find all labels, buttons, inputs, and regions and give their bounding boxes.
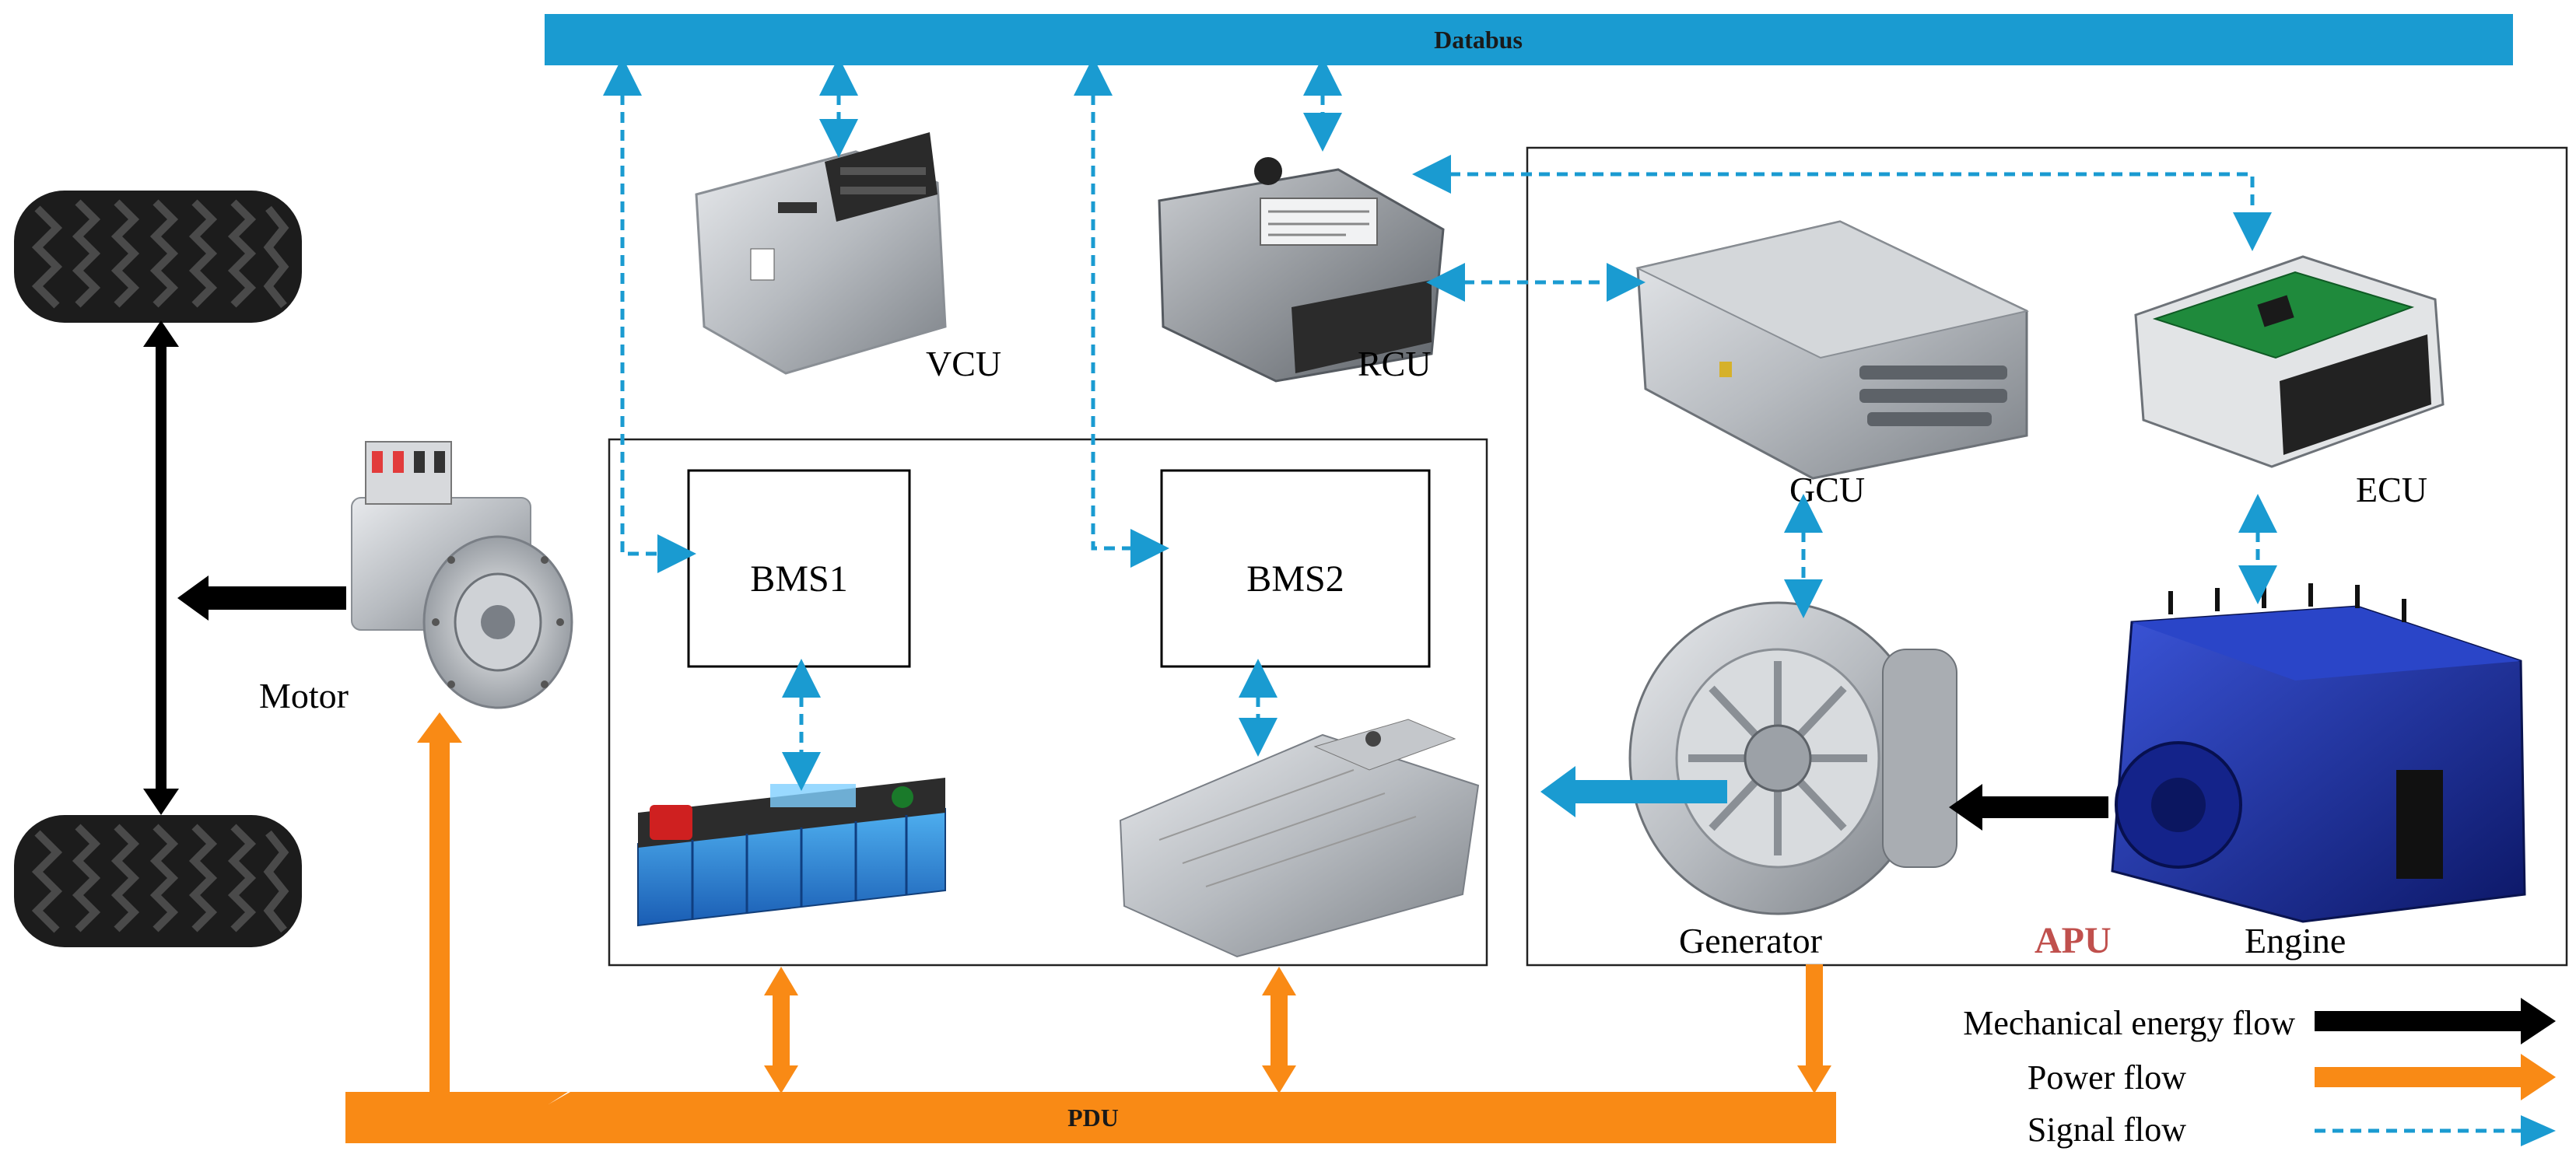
- signal-databus-bms1: [603, 57, 696, 573]
- pdu-label: PDU: [1067, 1104, 1119, 1132]
- apu-group-box: [1526, 146, 2568, 967]
- battery1-power-link: [764, 967, 798, 1093]
- legend-mechanical-label: Mechanical energy flow: [1963, 1004, 2295, 1042]
- engine-mechanical-arrow: [1949, 784, 2108, 831]
- front-wheel-icon: [14, 191, 302, 323]
- rcu-label: RCU: [1358, 344, 1432, 383]
- gcu-icon: [1635, 220, 2030, 480]
- gcu-label: GCU: [1789, 470, 1865, 509]
- generator-power-link: [1797, 964, 1831, 1093]
- pdu-bus: PDU: [345, 1092, 1836, 1143]
- ecu-label: ECU: [2356, 470, 2427, 509]
- generator-label: Generator: [1679, 921, 1822, 960]
- legend-signal-label: Signal flow: [2028, 1111, 2186, 1149]
- rear-wheel-icon: [14, 815, 302, 947]
- legend: Mechanical energy flow Power flow Signal…: [1963, 998, 2556, 1149]
- vcu-label: VCU: [926, 344, 1001, 383]
- motor-icon: [351, 441, 573, 709]
- bms1-label: BMS1: [750, 558, 847, 600]
- signal-links: [603, 57, 2277, 791]
- ecu-icon: [2134, 255, 2445, 468]
- rcu-icon: [1158, 157, 1445, 383]
- databus: Databus: [545, 14, 2513, 65]
- engine-icon: [2111, 583, 2526, 923]
- battery1-icon: [637, 778, 946, 927]
- vcu-icon: [695, 132, 947, 375]
- bms2-label: BMS2: [1246, 558, 1344, 600]
- signal-databus-bms2: [1074, 57, 1169, 568]
- generator-icon: [1628, 601, 1957, 915]
- battery2-icon: [1119, 719, 1480, 958]
- bms2-box: BMS2: [1160, 469, 1431, 668]
- legend-power-label: Power flow: [2028, 1058, 2186, 1097]
- databus-label: Databus: [1434, 26, 1523, 54]
- legend-power-arrow: [2315, 1054, 2556, 1100]
- bms1-box: BMS1: [687, 469, 911, 668]
- signal-rcu-ecu: [1412, 155, 2272, 251]
- drive-axle: [143, 320, 179, 815]
- motor-mechanical-arrow: [177, 576, 346, 621]
- legend-mechanical-arrow: [2315, 998, 2556, 1044]
- battery-group-box: [608, 438, 1488, 967]
- legend-signal-arrow: [2315, 1115, 2556, 1146]
- engine-label: Engine: [2245, 921, 2346, 960]
- motor-label: Motor: [259, 676, 349, 715]
- apu-label: APU: [2035, 920, 2112, 961]
- battery2-power-link: [1262, 967, 1296, 1093]
- motor-power-arrow: [417, 712, 462, 1093]
- generator-output-arrow: [1540, 766, 1727, 817]
